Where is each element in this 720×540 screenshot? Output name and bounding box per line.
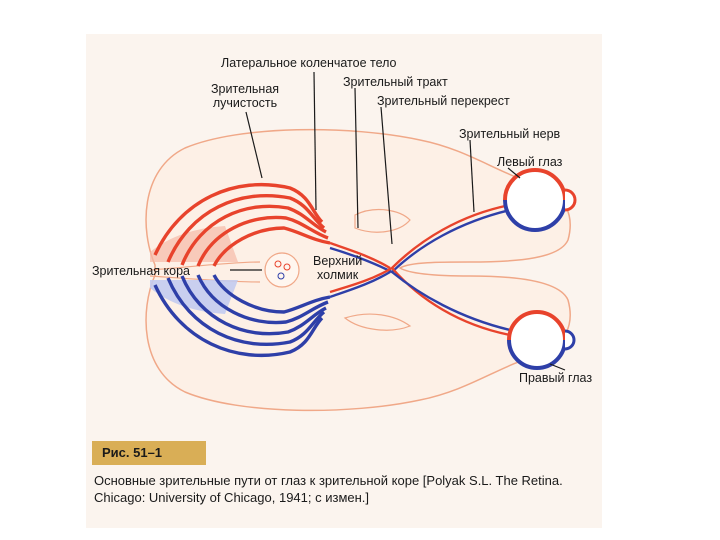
label-visual-cortex: Зрительная кора	[92, 264, 190, 278]
label-lgn: Латеральное коленчатое тело	[221, 56, 397, 70]
figure-number-badge: Рис. 51–1	[92, 441, 206, 465]
label-left-eye: Левый глаз	[497, 155, 562, 169]
figure-caption: Основные зрительные пути от глаз к зрите…	[94, 472, 594, 506]
label-optic-tract: Зрительный тракт	[343, 75, 448, 89]
superior-colliculus	[265, 253, 299, 287]
label-superior-colliculus: Верхний холмик	[313, 254, 362, 282]
label-optic-nerve: Зрительный нерв	[459, 127, 560, 141]
label-right-eye: Правый глаз	[519, 371, 592, 385]
label-optic-chiasm: Зрительный перекрест	[377, 94, 510, 108]
label-optic-radiation: Зрительная лучистость	[211, 82, 279, 110]
